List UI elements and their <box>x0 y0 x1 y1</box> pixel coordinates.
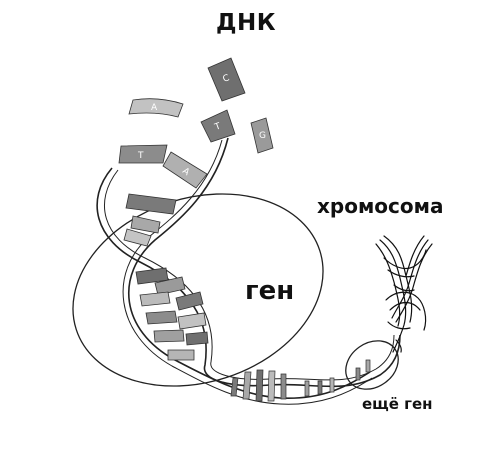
nucleotide-a-mid <box>162 151 208 189</box>
nucleotide-a-upper-left <box>128 98 184 118</box>
base-pairs-upper <box>123 193 177 247</box>
loose-nucleotides <box>118 57 274 189</box>
nucleotide-letters: C G T A T A <box>137 73 266 178</box>
nucleotide-t-left <box>118 144 168 164</box>
another-gene-label: ещё ген <box>362 395 433 413</box>
svg-text:C: C <box>222 73 231 85</box>
svg-text:G: G <box>259 131 266 141</box>
svg-text:T: T <box>213 121 223 133</box>
chromosome-icon <box>375 235 433 353</box>
svg-text:T: T <box>137 151 144 161</box>
base-pairs-lower <box>230 359 371 402</box>
svg-text:A: A <box>151 103 158 113</box>
dna-strand-back-inner <box>122 139 373 405</box>
dna-strand-front <box>96 167 401 388</box>
nucleotide-t-center <box>200 109 236 143</box>
nucleotide-g-right <box>250 117 274 154</box>
base-pairs-gene <box>135 267 209 361</box>
svg-text:A: A <box>180 166 191 178</box>
chromosome-label: хромосома <box>317 194 444 218</box>
dna-strand-front-inner <box>104 169 395 381</box>
nucleotide-c-top <box>207 57 246 102</box>
dna-strand-back <box>127 137 371 399</box>
gene-label: ген <box>245 276 295 306</box>
dna-title: ДНК <box>216 10 277 36</box>
